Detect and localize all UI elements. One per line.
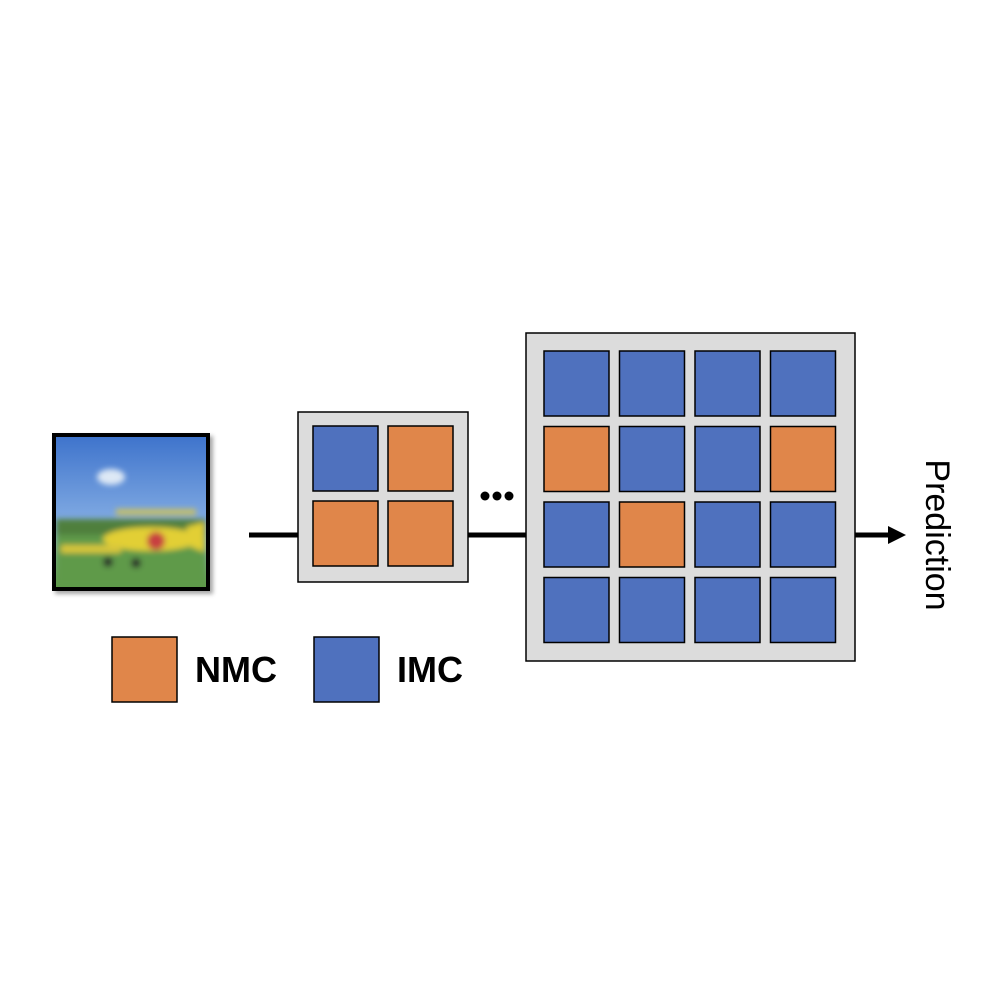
legend-imc-swatch (313, 636, 380, 703)
large-grid-cell-imc (618, 425, 686, 493)
large-grid-cell-imc (543, 350, 610, 417)
small-grid-cell-nmc (387, 500, 454, 567)
legend-nmc-label: NMC (195, 649, 277, 690)
large-grid-cell-imc (694, 501, 761, 568)
prediction-label: Prediction (918, 459, 956, 610)
small-grid-cell-imc (312, 425, 379, 492)
ellipsis (480, 491, 514, 501)
large-grid-panel (525, 332, 856, 662)
connectors (249, 526, 906, 544)
large-grid-cell-imc (694, 576, 761, 644)
large-grid-cell-imc (543, 501, 610, 568)
airplane-photo-icon (56, 437, 206, 587)
ellipsis-dot (480, 491, 490, 501)
ellipsis-dot (492, 491, 502, 501)
legend: NMC IMC (111, 636, 463, 703)
large-grid-cell-nmc (543, 425, 610, 493)
large-grid-cell-imc (618, 576, 686, 644)
large-grid-cell-imc (769, 576, 837, 644)
large-grid-cell-nmc (618, 501, 686, 568)
output-arrowhead-icon (888, 526, 906, 544)
large-grid-cell-imc (694, 350, 761, 417)
small-grid-cell-nmc (387, 425, 454, 492)
large-grid-cell-imc (543, 576, 610, 644)
large-grid-cell-nmc (769, 425, 837, 493)
large-grid-cell-imc (694, 425, 761, 493)
legend-nmc-swatch (111, 636, 178, 703)
small-grid-cell-nmc (312, 500, 379, 567)
legend-imc-label: IMC (397, 649, 463, 690)
large-grid-cell-imc (769, 350, 837, 417)
ellipsis-dot (504, 491, 514, 501)
small-grid-panel (297, 411, 469, 583)
large-grid-cell-imc (618, 350, 686, 417)
large-grid-cell-imc (769, 501, 837, 568)
input-image (52, 433, 210, 591)
